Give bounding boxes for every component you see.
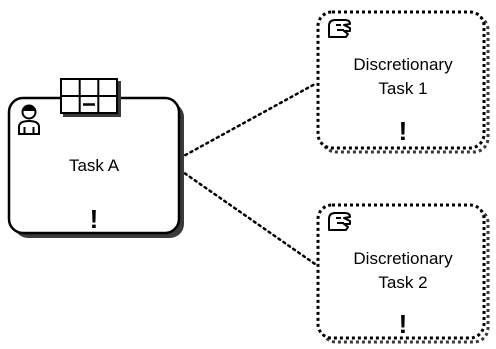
- discretionary-task-2-label-line1: Discretionary: [353, 249, 453, 268]
- discretionary-task-1[interactable]: Discretionary Task 1 !: [316, 10, 490, 154]
- manual-hand-icon: [328, 212, 351, 231]
- discretionary-task-2-box: [316, 203, 486, 340]
- manual-hand-icon: [328, 19, 351, 38]
- discretionary-task-1-label-line2: Task 1: [378, 79, 427, 98]
- connector-task-a-to-discretionary-2: [178, 168, 317, 266]
- discretionary-task-2-label-line2: Task 2: [378, 273, 427, 292]
- task-a[interactable]: Task A !: [7, 78, 184, 238]
- planning-table-icon[interactable]: [60, 78, 121, 117]
- user-icon: [18, 104, 40, 135]
- discretionary-task-1-box: [316, 10, 486, 150]
- task-a-required-marker: !: [90, 204, 99, 234]
- discretionary-task-1-required-marker: !: [399, 116, 408, 146]
- task-a-label: Task A: [69, 156, 120, 175]
- connector-task-a-to-discretionary-1: [178, 82, 317, 160]
- discretionary-task-1-label-line1: Discretionary: [353, 55, 453, 74]
- discretionary-task-2[interactable]: Discretionary Task 2 !: [316, 203, 490, 344]
- discretionary-task-2-required-marker: !: [399, 309, 408, 339]
